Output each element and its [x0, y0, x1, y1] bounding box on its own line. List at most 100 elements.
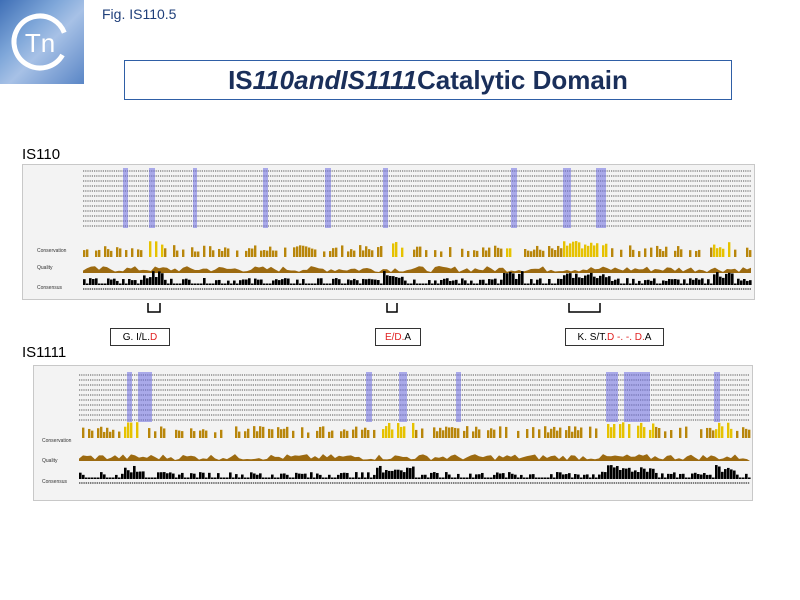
consensus-bar — [491, 279, 494, 285]
consensus-bar — [551, 283, 554, 285]
consensus-bar — [527, 283, 530, 285]
consensus-bar — [128, 279, 131, 285]
consensus-bar — [194, 283, 197, 285]
conservation-bar — [311, 248, 314, 257]
consensus-bar — [673, 472, 676, 479]
consensus-bar — [329, 283, 332, 285]
conservation-bar — [421, 428, 424, 438]
consensus-bar — [731, 273, 734, 285]
consensus-bar — [476, 283, 479, 285]
consensus-bar — [634, 470, 637, 479]
consensus-bar — [224, 283, 227, 285]
consensus-bar — [134, 280, 137, 285]
consensus-bar — [655, 472, 658, 479]
consensus-bar — [503, 272, 506, 285]
consensus-bar — [380, 283, 383, 285]
consensus-bar — [499, 473, 502, 479]
conservation-bar — [433, 427, 436, 438]
conservation-bar — [307, 432, 310, 438]
consensus-bar — [104, 283, 107, 285]
conservation-bar — [542, 250, 545, 257]
conservation-bar — [563, 241, 566, 257]
consensus-bar — [505, 477, 508, 479]
consensus-bar — [250, 472, 253, 479]
consensus-bar — [98, 283, 101, 285]
consensus-bar — [650, 280, 653, 285]
conservation-bar — [494, 245, 497, 257]
conservation-bar — [527, 250, 530, 257]
is1111-alignment-graphic: Conservation Quality Consensus — [42, 372, 751, 485]
conservation-bar — [209, 246, 212, 257]
consensus-bar — [623, 283, 626, 285]
consensus-bar — [97, 477, 100, 479]
consensus-bar — [547, 477, 550, 479]
consensus-bar — [442, 477, 445, 479]
consensus-bar — [566, 273, 569, 285]
conservation-bar — [112, 429, 115, 438]
conservation-bar — [161, 244, 164, 257]
conservation-bar — [454, 427, 457, 438]
consensus-bar — [235, 474, 238, 479]
consensus-bar — [170, 278, 173, 285]
consensus-bar — [86, 283, 89, 285]
consensus-bar — [91, 477, 94, 479]
consensus-bar — [359, 283, 362, 285]
consensus-bar — [464, 280, 467, 285]
consensus-bar — [145, 477, 148, 479]
consensus-bar — [586, 474, 589, 479]
conservation-bar — [547, 432, 550, 438]
consensus-bar — [695, 278, 698, 285]
consensus-bar — [289, 477, 292, 479]
conservation-bar — [83, 250, 86, 257]
consensus-bar — [473, 283, 476, 285]
consensus-bar — [451, 477, 454, 479]
conservation-bar — [106, 427, 109, 438]
consensus-bar — [730, 469, 733, 479]
consensus-bar — [185, 278, 188, 285]
consensus-bar — [304, 473, 307, 479]
consensus-bar — [365, 279, 368, 285]
consensus-bar — [338, 279, 341, 285]
consensus-bar — [620, 283, 623, 285]
consensus-bar — [112, 477, 115, 479]
conservation-bar — [500, 248, 503, 257]
consensus-bar — [704, 283, 707, 285]
conservation-bar — [199, 430, 202, 438]
consensus-bar — [401, 276, 404, 285]
conservation-bar — [656, 245, 659, 257]
consensus-bar — [292, 477, 295, 479]
conservation-bar — [164, 248, 167, 257]
conservation-bar — [718, 422, 721, 438]
quality-area — [83, 266, 751, 273]
motif-box-3: K. S/T. D -. -. D. A — [565, 328, 664, 346]
conservation-bar — [305, 246, 308, 257]
consensus-bar — [545, 283, 548, 285]
consensus-bar — [101, 283, 104, 285]
consensus-bar — [133, 465, 136, 479]
consensus-bar — [223, 477, 226, 479]
conservation-bar — [742, 427, 745, 438]
consensus-bar — [217, 473, 220, 479]
consensus-bar — [608, 276, 611, 285]
consensus-bar — [431, 283, 434, 285]
consensus-bar — [323, 283, 326, 285]
motif-3-seg2: D -. -. D. — [607, 331, 645, 343]
consensus-bar — [191, 283, 194, 285]
conservation-bar — [629, 245, 632, 257]
conservation-bar — [745, 428, 748, 438]
consensus-bar — [137, 283, 140, 285]
conservation-bar — [368, 249, 371, 257]
conservation-bar — [517, 430, 520, 438]
consensus-bar — [472, 477, 475, 479]
consensus-bar — [658, 477, 661, 479]
consensus-bar — [739, 477, 742, 479]
conservation-bar — [467, 250, 470, 257]
consensus-bar — [358, 477, 361, 479]
consensus-bar — [205, 477, 208, 479]
consensus-bar — [452, 280, 455, 285]
consensus-bar — [188, 279, 191, 285]
consensus-bar — [182, 279, 185, 285]
consensus-bar — [239, 280, 242, 285]
conservation-bar — [292, 430, 295, 438]
consensus-bar — [424, 474, 427, 479]
